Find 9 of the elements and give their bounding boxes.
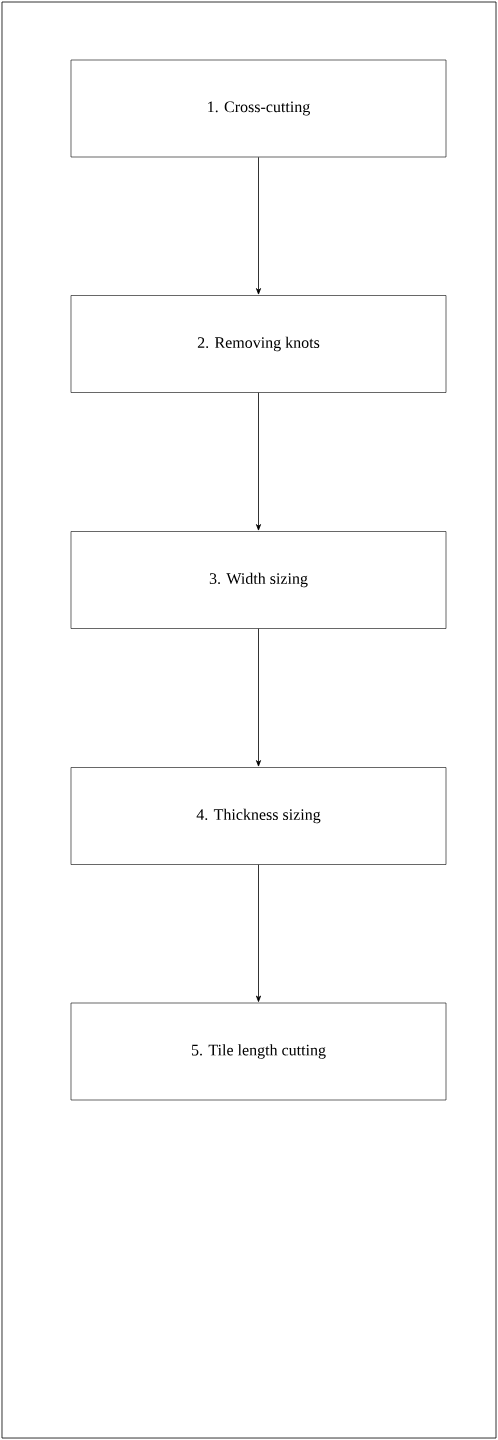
arrow xyxy=(256,392,261,531)
process-box: 1. Cross-cutting xyxy=(70,59,447,158)
process-box: 4. Thickness sizing xyxy=(70,767,447,865)
arrow xyxy=(256,156,261,295)
arrow xyxy=(256,628,261,767)
process-box: 5. Tile length cutting xyxy=(70,1002,447,1101)
process-box: 2. Removing knots xyxy=(70,295,447,393)
process-box: 3. Width sizing xyxy=(70,531,447,629)
arrow xyxy=(256,864,261,1002)
